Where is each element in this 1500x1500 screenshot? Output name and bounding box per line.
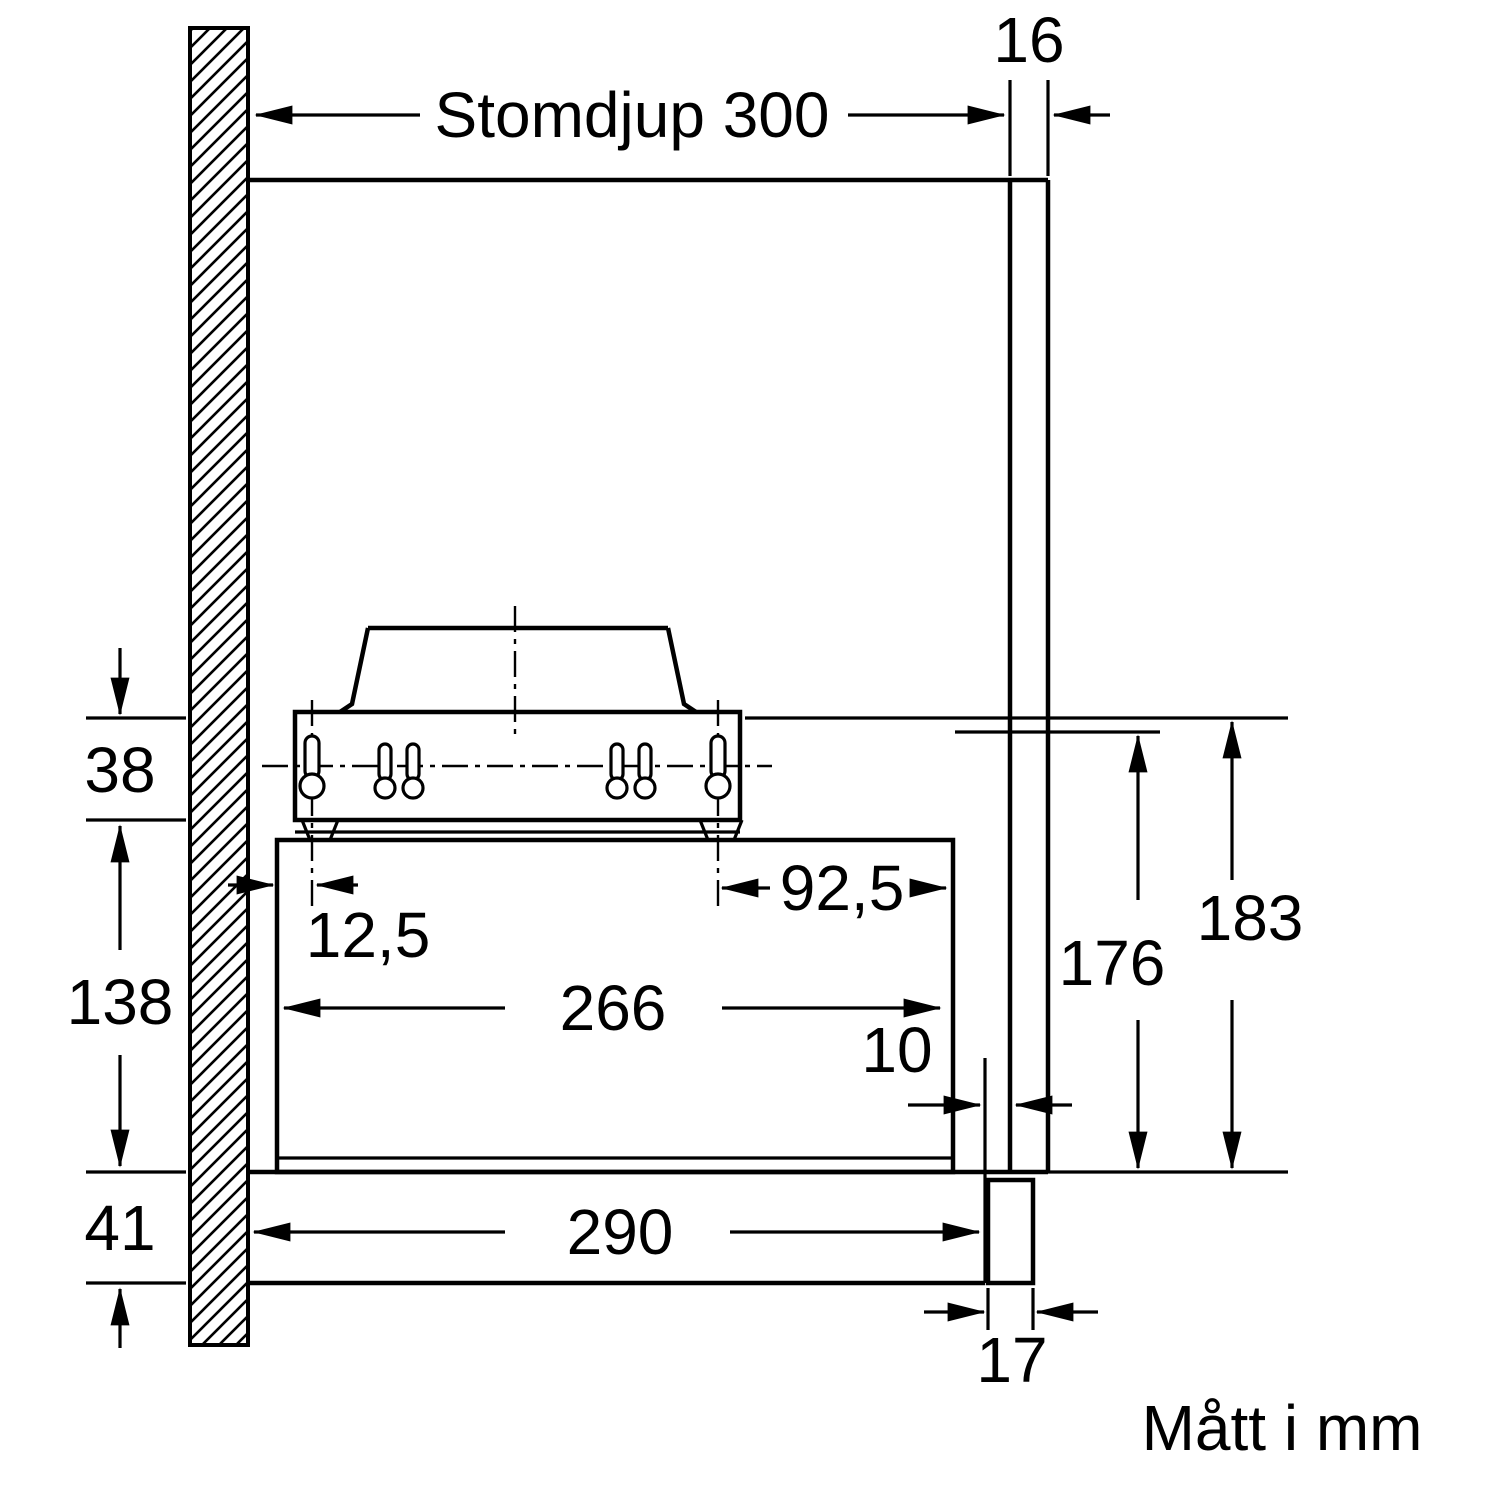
dim-138: 138 <box>67 824 174 1168</box>
dim-266: 266 <box>282 972 942 1044</box>
dim-label-266: 266 <box>560 972 667 1044</box>
dim-label-10: 10 <box>861 1014 932 1086</box>
pullout-visor <box>248 1058 1036 1286</box>
units-note: Mått i mm <box>1142 1392 1423 1464</box>
mounting-bracket <box>292 709 744 841</box>
dim-label-38: 38 <box>84 734 155 806</box>
dim-16: 16 <box>993 4 1110 176</box>
center-lines <box>262 606 772 908</box>
keyhole-slot-mid-right-2 <box>633 742 657 800</box>
dim-38: 38 <box>84 648 186 822</box>
wall-section <box>188 26 250 1347</box>
dim-290: 290 <box>252 1196 981 1268</box>
keyhole-slot-mid-left-1 <box>373 742 397 800</box>
dim-17: 17 <box>924 1288 1098 1396</box>
hood-body <box>274 837 956 1175</box>
dim-176: 176 <box>955 730 1166 1170</box>
dim-label-17: 17 <box>976 1324 1047 1396</box>
dim-label-138: 138 <box>67 966 174 1038</box>
dim-label-stomdjup: Stomdjup 300 <box>435 79 830 151</box>
dim-12-5: 12,5 <box>228 875 431 971</box>
handle-panel <box>985 1177 1036 1286</box>
dim-10: 10 <box>861 1014 1072 1115</box>
keyhole-slot-mid-right-1 <box>605 742 629 800</box>
dim-41: 41 <box>84 1170 186 1348</box>
dim-stomdjup: Stomdjup 300 <box>254 79 1006 151</box>
keyhole-slot-left <box>298 734 326 800</box>
dim-label-92-5: 92,5 <box>780 852 905 924</box>
dim-92-5: 92,5 <box>720 852 948 924</box>
dim-label-12-5: 12,5 <box>306 899 431 971</box>
dim-label-16: 16 <box>993 4 1064 76</box>
dim-label-290: 290 <box>567 1196 674 1268</box>
dim-183: 183 <box>745 716 1304 1174</box>
dim-label-176: 176 <box>1059 927 1166 999</box>
duct-collar <box>338 625 698 714</box>
dim-label-41: 41 <box>84 1192 155 1264</box>
keyhole-slot-mid-left-2 <box>401 742 425 800</box>
dim-label-183: 183 <box>1197 882 1304 954</box>
keyhole-slot-right <box>704 734 732 800</box>
